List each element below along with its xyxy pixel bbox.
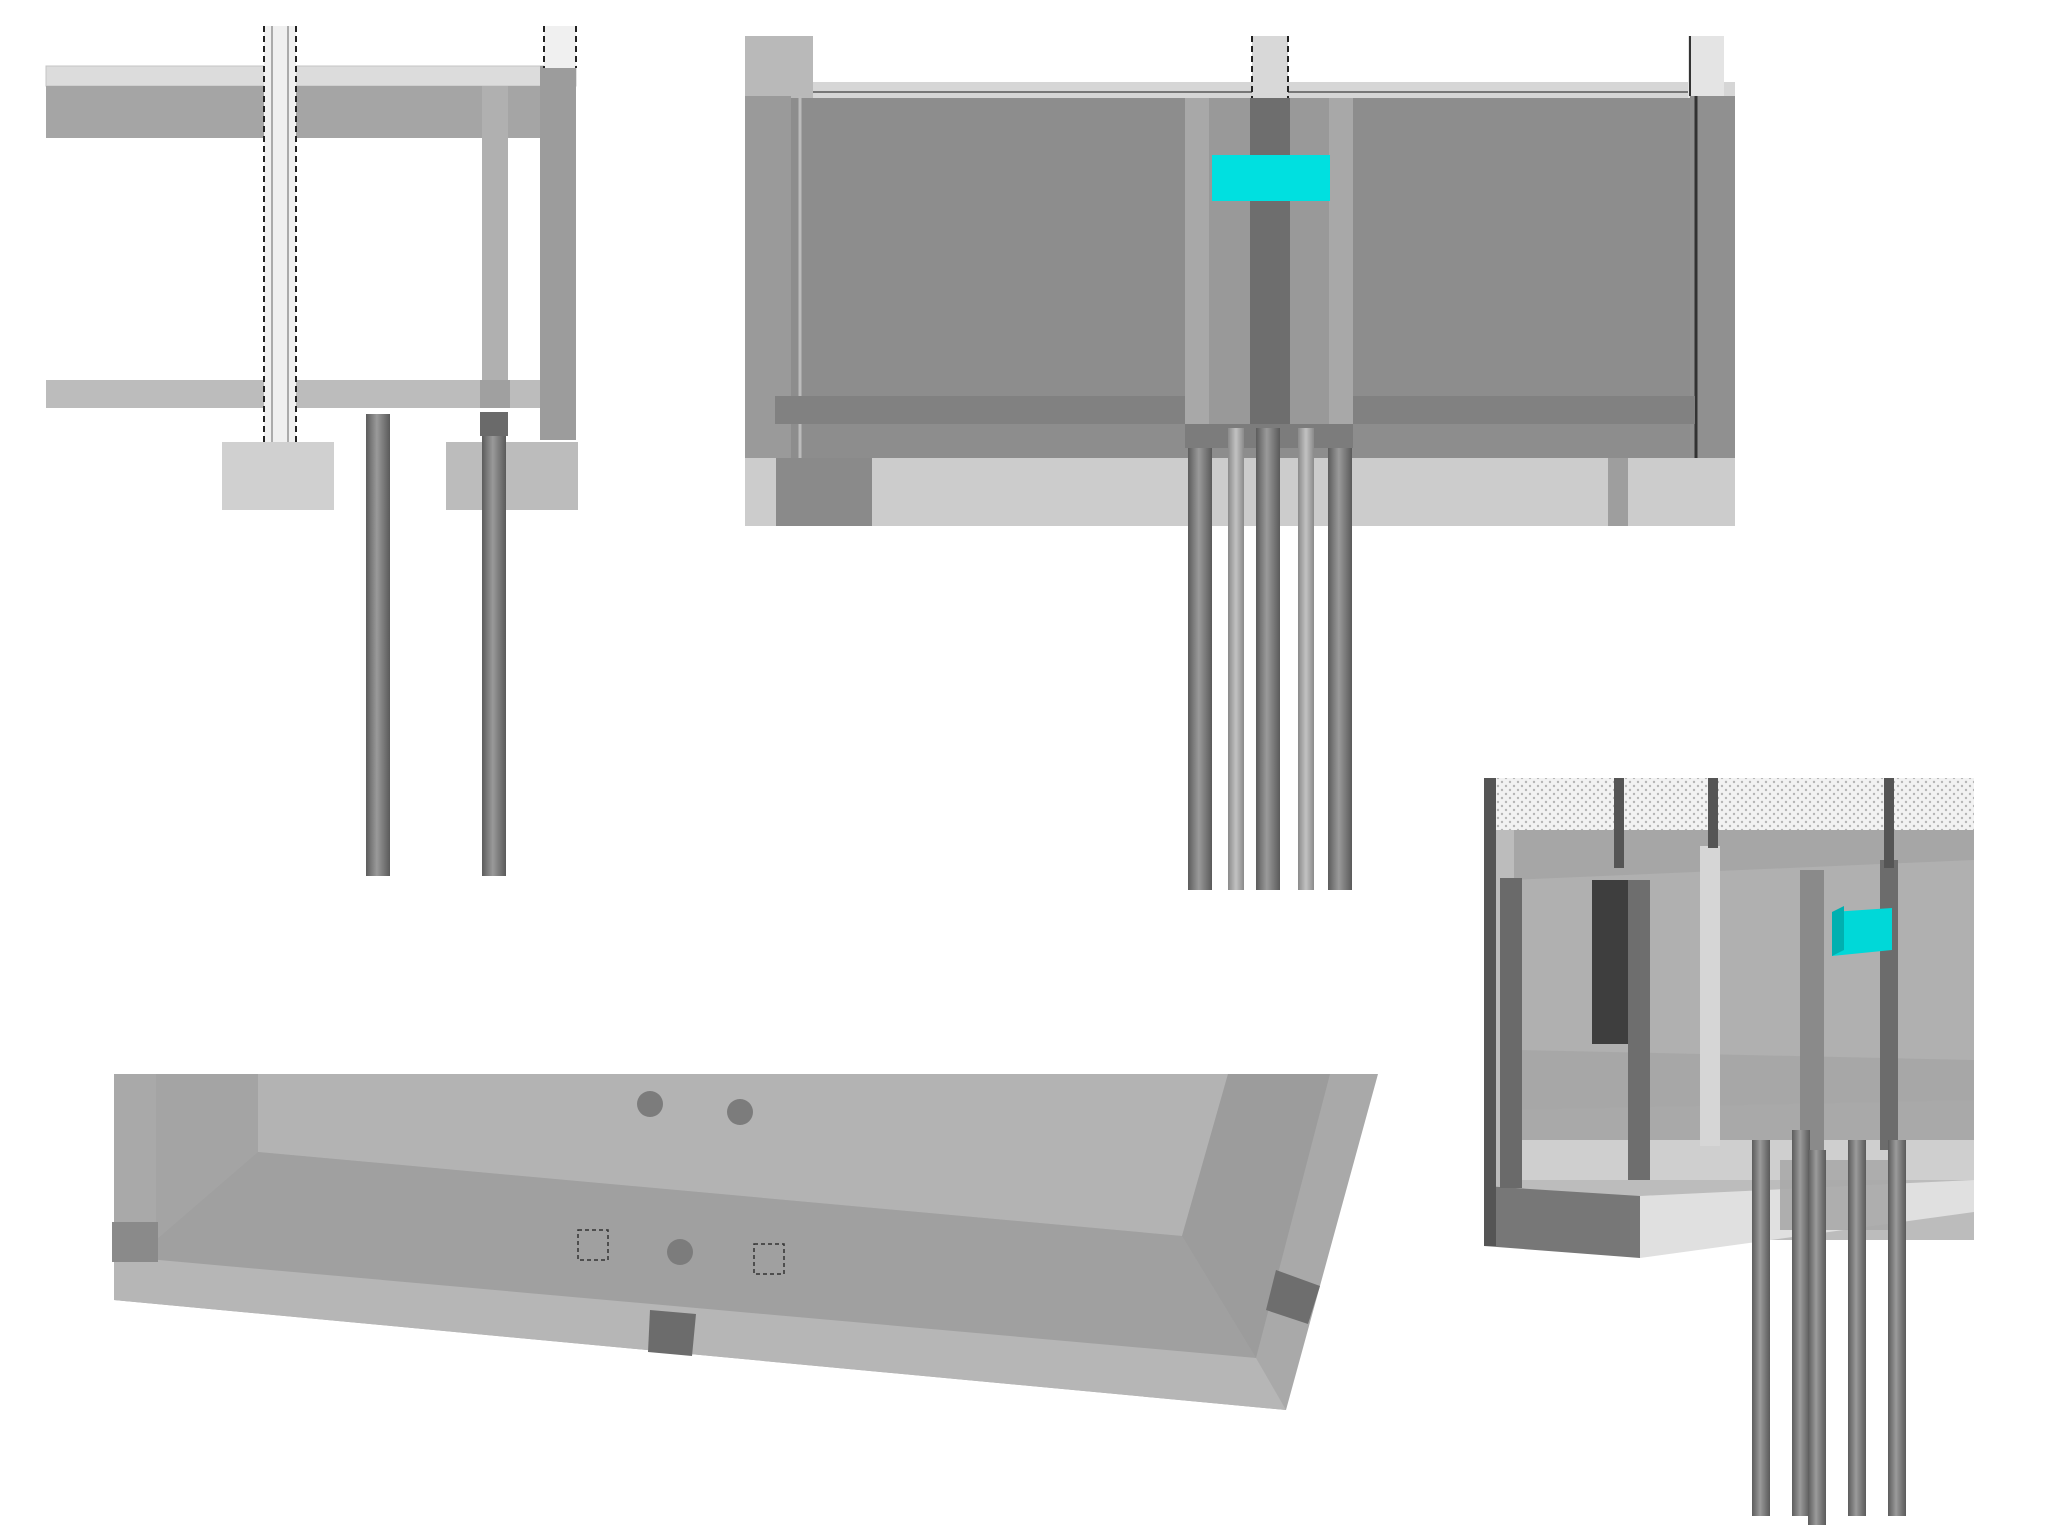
pile-head xyxy=(480,412,508,436)
top-cap xyxy=(745,82,1735,98)
column xyxy=(1614,778,1624,868)
footing-step xyxy=(1608,458,1628,526)
pile xyxy=(1792,1130,1810,1516)
pile xyxy=(482,414,506,876)
pile xyxy=(1752,1140,1770,1516)
end-wall xyxy=(540,66,576,440)
floor-opening xyxy=(637,1091,663,1117)
column xyxy=(1708,778,1718,848)
top-dashed-stub-fill xyxy=(544,26,576,68)
side-elevation-view xyxy=(45,26,578,876)
right-column-top xyxy=(1688,36,1724,98)
pile-cap-right xyxy=(446,442,578,510)
shaft-left-edge xyxy=(1185,98,1209,428)
footing-dark-block xyxy=(776,458,872,526)
top-slab-cap xyxy=(45,65,577,87)
front-lip xyxy=(114,1256,1286,1410)
corner-column xyxy=(112,1222,158,1262)
hidden-column-fill xyxy=(264,26,296,442)
front-column xyxy=(648,1310,696,1356)
pile xyxy=(366,414,390,876)
pile xyxy=(1228,428,1244,890)
right-column xyxy=(1266,1270,1320,1324)
column xyxy=(1484,778,1496,1246)
cyan-equipment-side xyxy=(1832,906,1844,956)
column xyxy=(1628,880,1650,1180)
right-inner-wall xyxy=(1182,1074,1330,1358)
cyan-equipment-block xyxy=(1212,155,1330,201)
column xyxy=(1880,860,1898,1150)
pile xyxy=(1888,1140,1906,1516)
pile-cap-left xyxy=(222,442,334,510)
hidden-opening xyxy=(753,1243,785,1275)
pile xyxy=(1256,428,1280,890)
left-inner-wall xyxy=(156,1074,258,1240)
back-wall-face xyxy=(258,1074,1228,1236)
pile xyxy=(1298,428,1314,890)
column xyxy=(1700,846,1720,1146)
cyan-equipment-block xyxy=(1832,908,1892,956)
pile xyxy=(1808,1150,1826,1525)
plan-perspective-view xyxy=(112,1074,1378,1410)
floor-plane xyxy=(156,1152,1256,1358)
shaft-core xyxy=(1250,98,1290,428)
column xyxy=(1500,878,1522,1188)
column xyxy=(1884,778,1894,868)
inner-column-shadow xyxy=(480,380,510,408)
column xyxy=(1800,870,1824,1170)
floor-opening xyxy=(727,1099,753,1125)
base-block xyxy=(1484,1186,1640,1258)
hidden-opening xyxy=(577,1229,609,1261)
pile xyxy=(1328,448,1352,890)
isometric-view xyxy=(1484,778,1974,1525)
floor-opening xyxy=(667,1239,693,1265)
column xyxy=(1592,880,1628,1044)
top-stub-fill xyxy=(1252,36,1288,98)
front-elevation-view xyxy=(745,36,1735,890)
inner-column xyxy=(482,86,508,408)
pile xyxy=(1848,1140,1866,1516)
shaft-right-edge xyxy=(1329,98,1353,428)
left-column xyxy=(745,36,813,98)
pile xyxy=(1188,448,1212,890)
